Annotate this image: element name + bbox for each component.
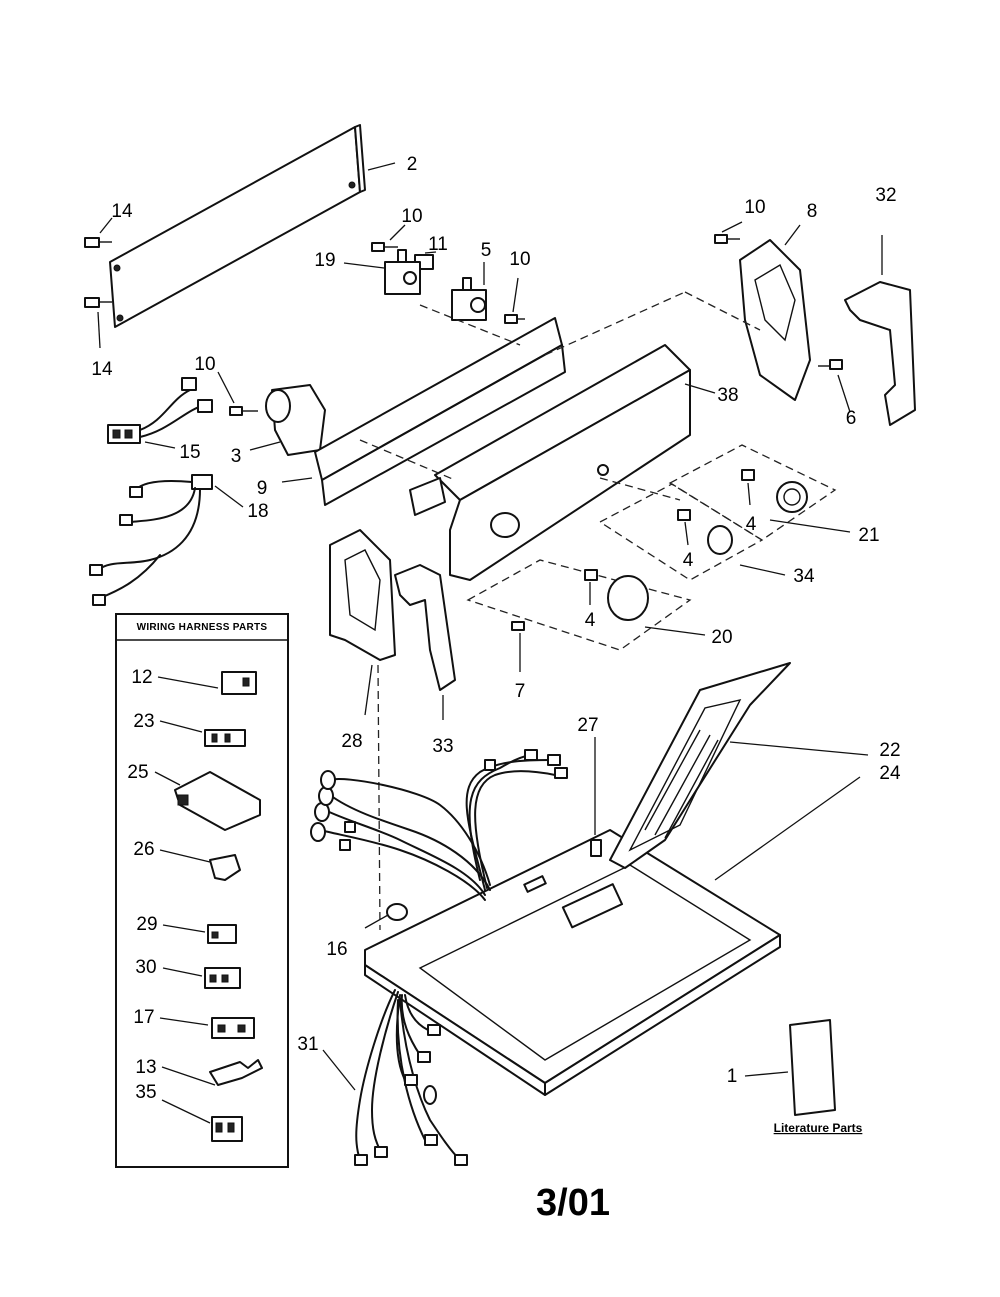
harness-box-title: WIRING HARNESS PARTS: [137, 622, 268, 633]
callout-8: 8: [807, 201, 818, 222]
callout-30: 30: [135, 957, 156, 978]
timer-part: [249, 384, 326, 456]
callout-10: 10: [744, 197, 765, 218]
callout-21: 21: [858, 525, 879, 546]
callout-1: 1: [727, 1066, 738, 1087]
switch-part: [343, 249, 421, 295]
wire-harness-part: [107, 377, 213, 449]
callout-4: 4: [585, 610, 596, 631]
callout-25: 25: [127, 762, 148, 783]
screw-part: [511, 621, 525, 672]
control-panel-rail-part: [281, 317, 566, 506]
callout-35: 35: [135, 1082, 156, 1103]
callout-19: 19: [314, 250, 335, 271]
callout-4: 4: [683, 550, 694, 571]
callout-31: 31: [297, 1034, 318, 1055]
callout-4: 4: [746, 514, 757, 535]
switch-part: [451, 262, 487, 321]
callout-labels: 2 14 14 10 11 5 10 19 10 15 3 9 18 10 8 …: [91, 154, 901, 1087]
callout-18: 18: [247, 501, 268, 522]
main-wire-harness-part: [310, 749, 568, 901]
end-cap-part: [394, 564, 456, 720]
callout-27: 27: [577, 715, 598, 736]
end-cap-bracket-part: [739, 224, 811, 401]
callout-29: 29: [136, 914, 157, 935]
callout-33: 33: [432, 736, 453, 757]
callout-9: 9: [257, 478, 268, 499]
end-cap-part: [844, 235, 916, 426]
callout-38: 38: [717, 385, 738, 406]
literature-part: [744, 1019, 836, 1116]
callout-16: 16: [326, 939, 347, 960]
wire-harness-part: [89, 474, 244, 606]
callout-15: 15: [179, 442, 200, 463]
callout-17: 17: [133, 1007, 154, 1028]
callout-3: 3: [231, 446, 242, 467]
callout-10: 10: [194, 354, 215, 375]
callout-14: 14: [111, 201, 133, 222]
callout-24: 24: [879, 763, 901, 784]
callout-20: 20: [711, 627, 732, 648]
screw-part: [590, 737, 602, 857]
date-code: 3/01: [536, 1182, 610, 1224]
lint-duct-part: [609, 662, 869, 869]
callout-7: 7: [515, 681, 526, 702]
callout-11: 11: [428, 234, 448, 255]
callout-34: 34: [793, 566, 815, 587]
callout-23: 23: [133, 711, 154, 732]
callout-32: 32: [875, 185, 896, 206]
dryer-top-part: [364, 776, 861, 1096]
harness-part-icons: [154, 671, 263, 1142]
end-cap-bracket-part: [329, 529, 396, 716]
callout-2: 2: [407, 154, 418, 175]
callout-10: 10: [509, 249, 530, 270]
callout-13: 13: [135, 1057, 156, 1078]
screw-part: [84, 217, 113, 349]
alignment-lines: [359, 291, 761, 931]
lower-wire-harness-part: [322, 989, 468, 1166]
callout-28: 28: [341, 731, 362, 752]
literature-parts-label: Literature Parts: [774, 1121, 863, 1135]
callout-14: 14: [91, 359, 113, 380]
screw-part: [818, 359, 851, 413]
screw-part: [217, 221, 743, 416]
rear-panel-part: [109, 124, 396, 328]
wiring-harness-parts-box: WIRING HARNESS PARTS 12 23 25 26 29 30 1…: [115, 613, 289, 1168]
callout-22: 22: [879, 740, 900, 761]
callout-10: 10: [401, 206, 422, 227]
console-part: [409, 344, 716, 581]
callout-12: 12: [131, 667, 152, 688]
callout-6: 6: [846, 408, 857, 429]
callout-5: 5: [481, 240, 492, 261]
grommet-part: [364, 903, 408, 929]
knob-part: [466, 444, 851, 651]
callout-26: 26: [133, 839, 154, 860]
